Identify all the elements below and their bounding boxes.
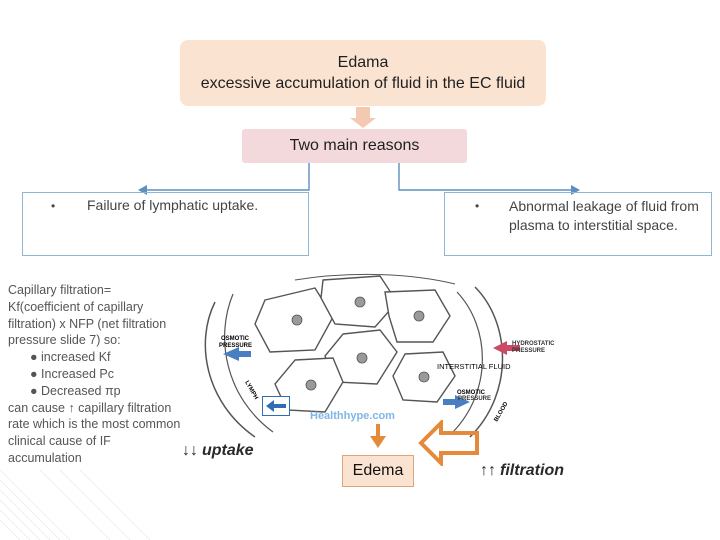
down-arrow-to-edema xyxy=(370,424,386,448)
filtration-arrow xyxy=(418,420,479,466)
nucleus xyxy=(305,379,317,391)
hollow-left-arrow-icon xyxy=(418,420,479,466)
connector-right xyxy=(398,163,572,191)
osmotic-left-label-2: PRESSURE xyxy=(219,343,252,349)
nuclei xyxy=(291,296,430,391)
osmotic-left-arrow-icon xyxy=(223,347,251,361)
edema-title: Edama xyxy=(337,54,389,71)
connector-left xyxy=(145,163,310,191)
bullet-right: • xyxy=(475,199,480,213)
tissue-diagram: OSMOTIC PRESSURE HYDROSTATIC PRESSURE OS… xyxy=(204,273,520,438)
cap-item-kf: ● increased Kf xyxy=(30,350,111,365)
cap-line-3: filtration) x NFP (net filtration xyxy=(8,316,167,331)
double-up-arrow: ↑↑ xyxy=(480,462,496,479)
down-arrow-icon xyxy=(370,436,386,448)
cap-line-2: Kf(coefficient of capillary xyxy=(8,299,144,314)
capillary-filtration-text: Capillary filtration= Kf(coefficient of … xyxy=(8,282,218,467)
nucleus xyxy=(354,296,366,308)
watermark: Healthhype.com xyxy=(310,410,395,422)
down-arrow-main xyxy=(350,107,376,128)
lymphatic-failure-text: Failure of lymphatic uptake. xyxy=(87,197,259,213)
nucleus xyxy=(291,314,303,326)
abnormal-leakage-text: Abnormal leakage of fluid from plasma to… xyxy=(509,198,699,233)
blood-label: BLOOD xyxy=(494,401,510,423)
cap-item-pc: ● Increased Pc xyxy=(30,366,114,381)
edema-box: Edema xyxy=(342,455,414,487)
uptake-text: uptake xyxy=(202,442,254,459)
edema-label: Edema xyxy=(352,462,404,479)
edema-definition: excessive accumulation of fluid in the E… xyxy=(200,75,526,92)
hydrostatic-label-2: PRESSURE xyxy=(512,348,546,354)
cells xyxy=(254,275,456,413)
osmotic-right-arrow-icon xyxy=(443,395,470,409)
uptake-label: ↓↓uptake xyxy=(182,442,254,460)
filtration-text: filtration xyxy=(500,462,564,479)
reasons-label: Two main reasons xyxy=(289,137,420,154)
hydrostatic-arrow-icon xyxy=(493,341,520,355)
cap-line-8: accumulation xyxy=(8,450,82,465)
double-down-arrow: ↓↓ xyxy=(182,442,198,459)
abnormal-leakage-box: • Abnormal leakage of fluid from plasma … xyxy=(444,192,712,256)
nucleus xyxy=(413,310,425,322)
filtration-label: ↑↑filtration xyxy=(480,462,564,480)
cap-line-6: rate which is the most common xyxy=(8,417,181,432)
corner-decoration xyxy=(0,469,151,540)
cap-line-5: can cause ↑ capillary filtration xyxy=(8,400,172,415)
interstitial-label: INTERSTITIAL FLUID xyxy=(437,362,511,371)
lymph-outflow-arrow xyxy=(262,396,290,416)
cap-line-1: Capillary filtration= xyxy=(8,283,112,297)
lymph-label: LYMPH xyxy=(243,380,258,401)
cap-line-4: pressure slide 7) so: xyxy=(8,333,121,348)
osmotic-right-label-1: OSMOTIC xyxy=(457,390,486,396)
cap-line-7: clinical cause of IF xyxy=(8,434,111,449)
cap-item-pip: ● Decreased πp xyxy=(30,383,121,398)
osmotic-left-label-1: OSMOTIC xyxy=(221,336,250,342)
nucleus xyxy=(418,371,430,383)
osmotic-right-label-2: PRESSURE xyxy=(458,396,492,402)
blood-vessel-wall xyxy=(469,286,504,438)
osmotic-right-label-block: PRESSURE xyxy=(458,396,491,403)
hydrostatic-label-block: HYDROSTATIC PRESSURE xyxy=(512,341,554,355)
two-main-reasons-box: Two main reasons xyxy=(242,129,467,163)
nucleus xyxy=(356,352,368,364)
lymphatic-failure-box: • Failure of lymphatic uptake. xyxy=(22,192,309,256)
bullet-left: • xyxy=(51,199,56,213)
hydrostatic-label-1: HYDROSTATIC xyxy=(512,341,555,347)
edema-definition-box: Edama excessive accumulation of fluid in… xyxy=(180,40,546,106)
left-arrow-icon xyxy=(266,400,286,412)
lymph-vessel-wall xyxy=(204,301,256,438)
